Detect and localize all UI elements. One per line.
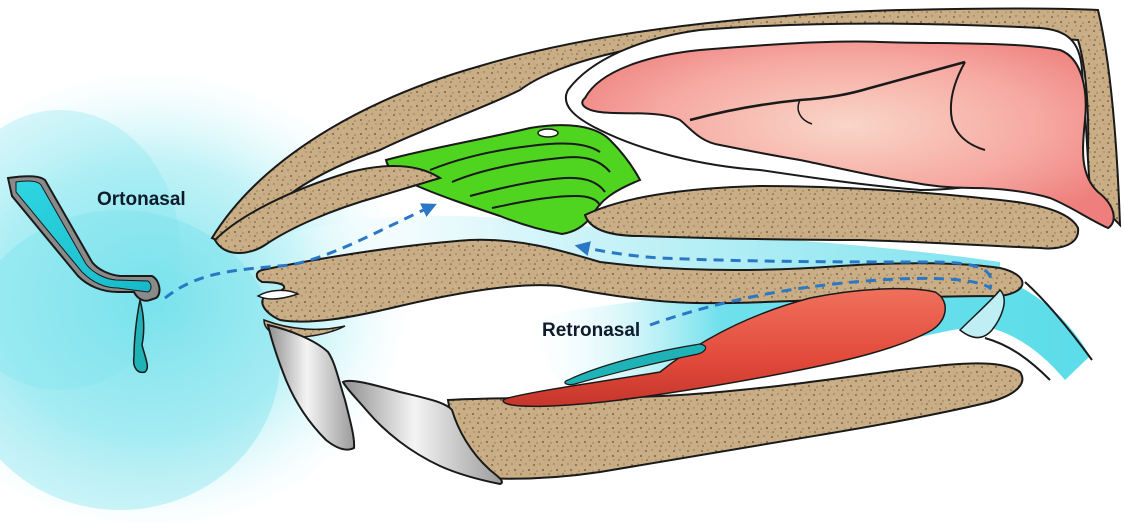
olfactory-bulb-hole	[538, 129, 558, 137]
retronasal-label: Retronasal	[542, 320, 640, 342]
orthonasal-label: Ortonasal	[97, 189, 186, 211]
